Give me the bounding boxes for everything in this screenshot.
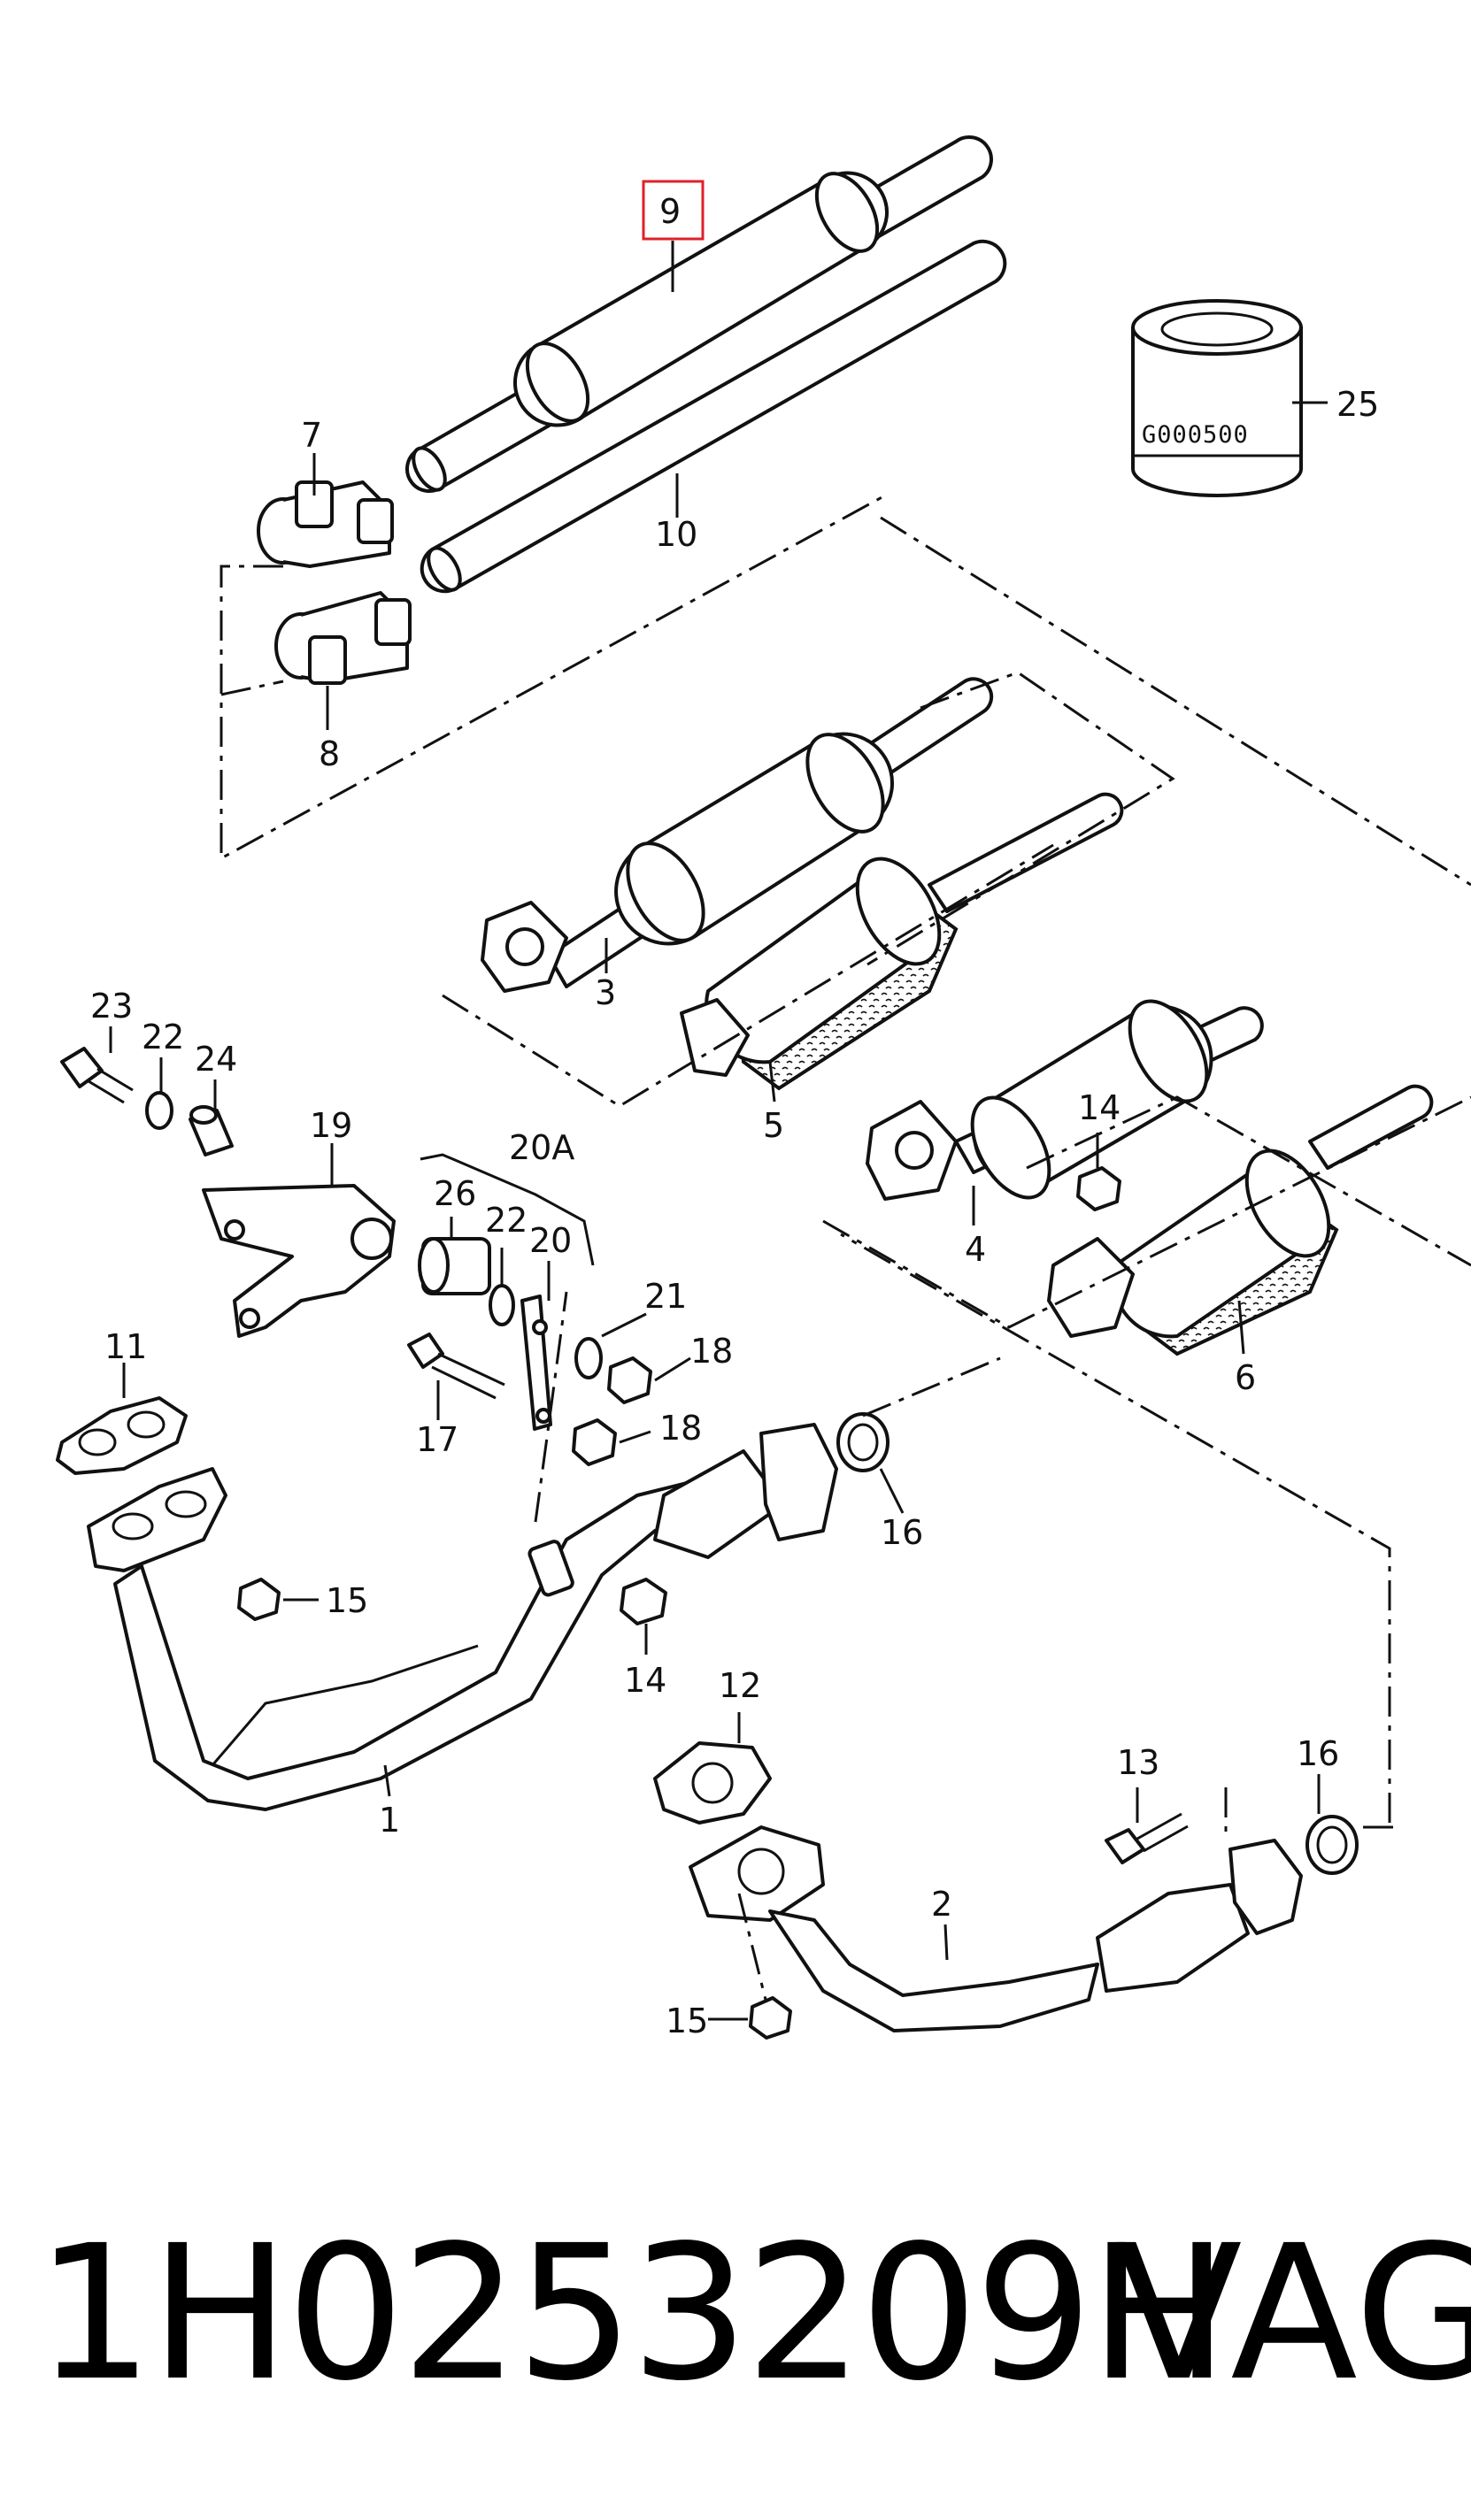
part-3-front-muffler: [481, 677, 994, 993]
callout-8[interactable]: 8: [319, 734, 340, 773]
callout-17[interactable]: 17: [416, 1420, 458, 1459]
leader-lines: [109, 241, 1328, 2021]
callout-22-left[interactable]: 22: [142, 1018, 184, 1056]
part-18-nut: [607, 1356, 652, 1404]
callout-labels: 9 10 7 8 25 3 5 4 6 14 23 22 24 19 20A 2…: [90, 180, 1379, 2040]
part-22-washer: [145, 1091, 173, 1130]
callout-4[interactable]: 4: [965, 1230, 986, 1269]
part-8-clamp: [274, 591, 412, 685]
callout-22-mid[interactable]: 22: [485, 1201, 528, 1240]
part-12-gasket: [653, 1741, 772, 1825]
callout-16-upper[interactable]: 16: [881, 1513, 923, 1552]
part-15-nut: [237, 1578, 281, 1621]
callout-9-highlight: [642, 180, 705, 241]
callout-2[interactable]: 2: [931, 1885, 952, 1924]
part-11-gasket: [56, 1396, 188, 1475]
callout-19[interactable]: 19: [310, 1106, 352, 1145]
callout-12[interactable]: 12: [719, 1666, 761, 1705]
part-18-nut-b: [572, 1418, 617, 1466]
part-22-washer-b: [489, 1284, 515, 1326]
callout-15-lower[interactable]: 15: [666, 2001, 708, 2040]
part-19-bracket: [202, 1184, 396, 1338]
part-21-washer: [574, 1337, 603, 1379]
callout-9[interactable]: 9: [659, 192, 681, 231]
callout-18-upper[interactable]: 18: [690, 1332, 733, 1371]
callout-10[interactable]: 10: [655, 515, 697, 554]
part-9-middle-silencer: [405, 135, 993, 493]
part-7-clamp: [257, 480, 394, 568]
part-25-sealant-can: G000500: [1131, 299, 1303, 497]
part-15-nut-b: [749, 1996, 792, 2040]
callout-24[interactable]: 24: [195, 1040, 237, 1079]
part-10-connecting-pipe: [420, 239, 1007, 594]
callout-1[interactable]: 1: [379, 1801, 400, 1840]
callout-21[interactable]: 21: [644, 1277, 687, 1316]
callout-14-lower[interactable]: 14: [624, 1661, 666, 1700]
callout-15-upper[interactable]: 15: [326, 1581, 368, 1620]
callout-5[interactable]: 5: [763, 1106, 784, 1145]
part-16-ring: [836, 1412, 890, 1472]
part-16-ring-b: [1305, 1815, 1359, 1875]
part-1-front-pipe: [87, 1423, 838, 1811]
sealant-can-label: G000500: [1142, 421, 1249, 449]
callout-18-lower[interactable]: 18: [659, 1409, 702, 1448]
callout-20[interactable]: 20: [529, 1221, 572, 1260]
exhaust-system-diagram: G000500: [56, 135, 1471, 2040]
callout-25[interactable]: 25: [1336, 385, 1379, 424]
callout-3[interactable]: 3: [595, 973, 616, 1012]
callout-7[interactable]: 7: [301, 416, 322, 455]
part-5-catalytic-converter: [680, 792, 1124, 1091]
callout-26[interactable]: 26: [434, 1174, 476, 1213]
callout-6[interactable]: 6: [1235, 1358, 1256, 1397]
callout-16-lower[interactable]: 16: [1297, 1734, 1339, 1773]
brand-name: VAG: [1115, 2205, 1471, 2422]
callout-14-upper[interactable]: 14: [1078, 1088, 1121, 1127]
callout-20A[interactable]: 20A: [509, 1128, 574, 1167]
part-13-bolt: [1105, 1812, 1189, 1864]
part-23-bolt: [60, 1047, 134, 1104]
callout-23[interactable]: 23: [90, 987, 133, 1026]
part-14-nut-b: [1076, 1166, 1121, 1211]
part-20-hanger-plate: [520, 1295, 552, 1431]
part-2-front-pipe-catalyst: [689, 1825, 1303, 2032]
callout-13[interactable]: 13: [1117, 1743, 1159, 1782]
callout-11[interactable]: 11: [104, 1327, 147, 1366]
part-4-muffler: [866, 999, 1264, 1201]
part-24-sleeve: [189, 1105, 234, 1156]
part-17-bolt: [407, 1333, 505, 1400]
part-number: 1H0253209H: [35, 2205, 1229, 2422]
part-26-rubber-mount: [418, 1237, 491, 1295]
part-14-nut: [620, 1578, 667, 1625]
